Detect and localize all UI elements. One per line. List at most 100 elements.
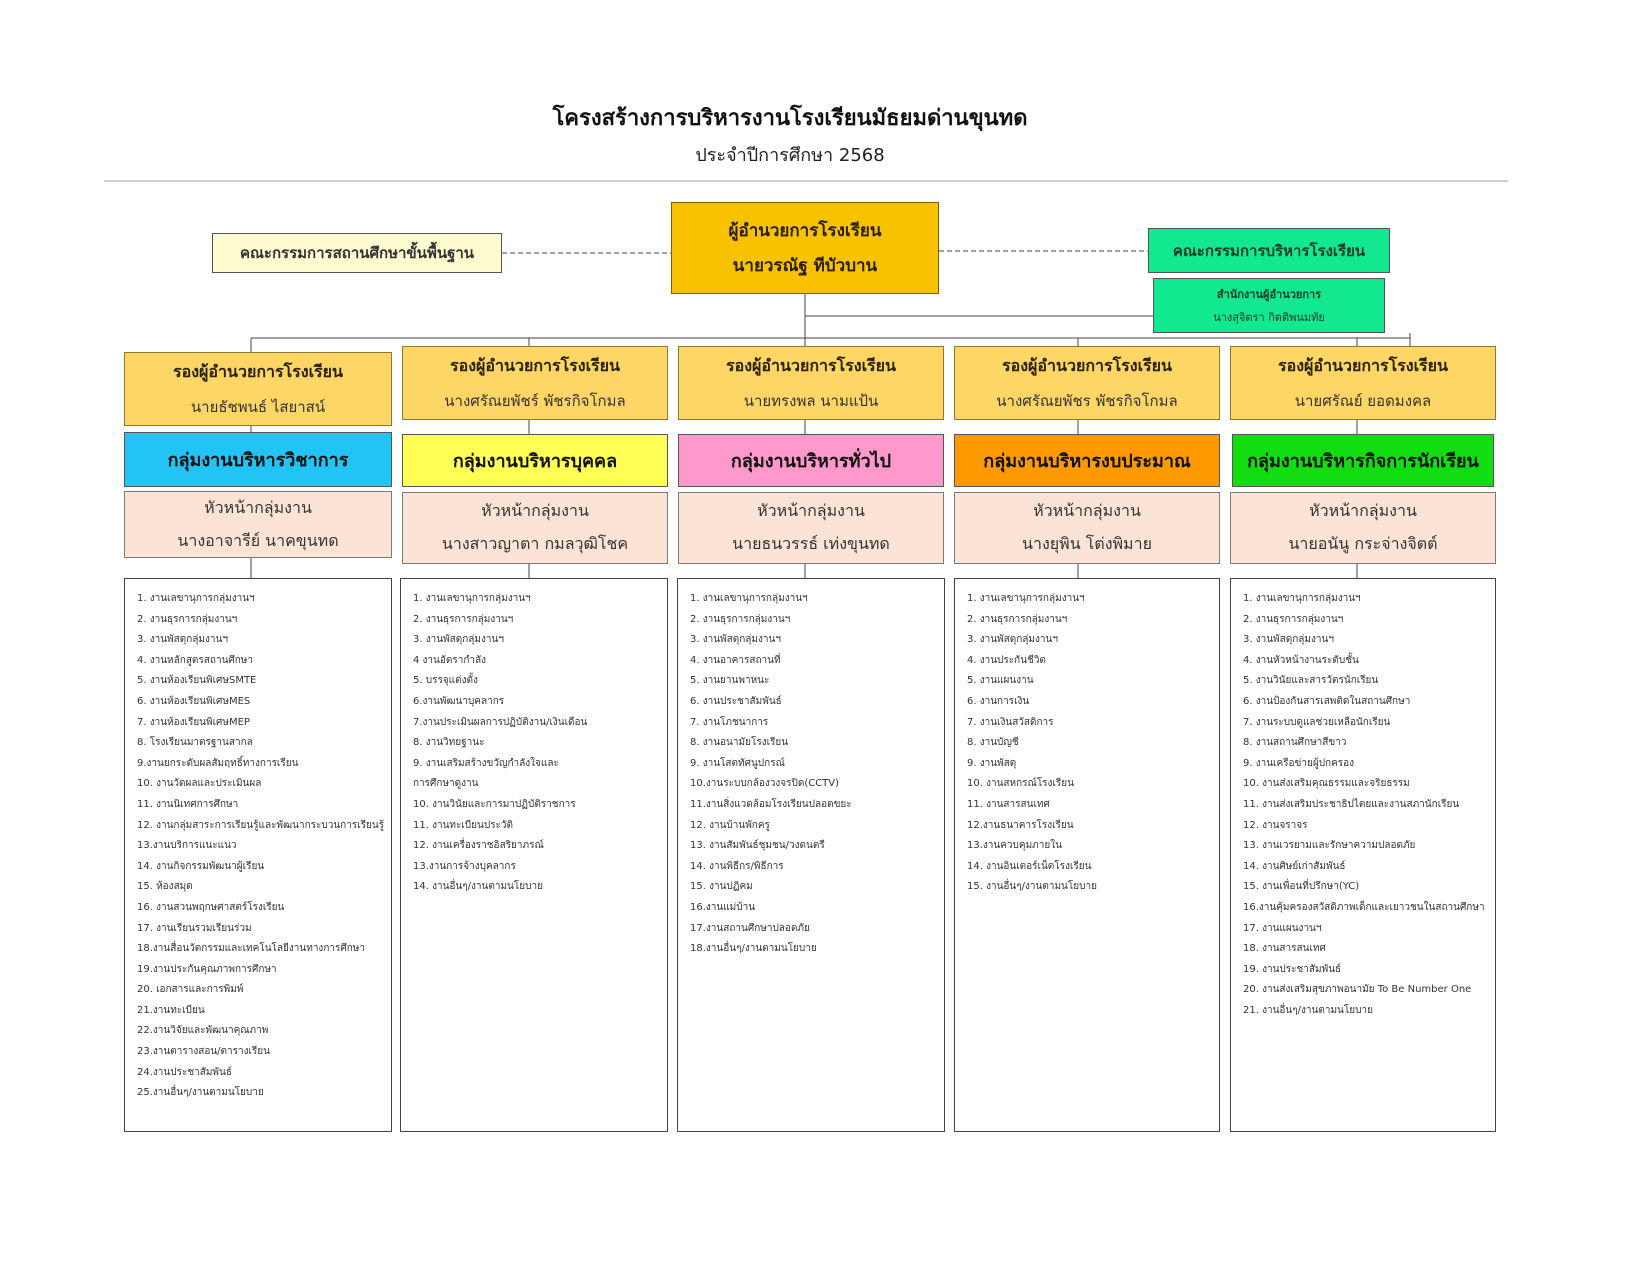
task-item: 5. งานวินัยและสารวัตรนักเรียน	[1243, 675, 1379, 687]
task-item: 11. งานส่งเสริมประชาธิปไตยและงานสภานักเร…	[1243, 798, 1460, 810]
task-item: 20. เอกสารและการพิมพ์	[137, 984, 244, 996]
task-item: 14. งานศิษย์เก่าสัมพันธ์	[1243, 860, 1346, 872]
task-item: 5. งานยานพาหนะ	[690, 675, 770, 687]
task-item: 23.งานตารางสอน/ตารางเรียน	[137, 1046, 270, 1058]
task-item: 16.งานคุ้มครองสวัสดิภาพเด็กและเยาวชนในสถ…	[1243, 901, 1485, 913]
task-item: 12.งานธนาคารโรงเรียน	[967, 819, 1074, 831]
task-item: 6. งานห้องเรียนพิเศษMES	[137, 695, 251, 707]
task-item: 10. งานสหกรณ์โรงเรียน	[967, 778, 1074, 790]
task-item: 12. งานกลุ่มสาระการเรียนรู้และพัฒนากระบว…	[137, 819, 385, 831]
head-name: นางอาจารีย์ นาคขุนทด	[177, 530, 339, 550]
task-item: 15. ห้องสมุด	[137, 881, 193, 893]
task-item: 12. งานจราจร	[1243, 819, 1308, 831]
director-box: ผู้อำนวยการโรงเรียน นายวรณัฐ ทีบัวบาน	[671, 202, 939, 294]
task-item: 13. งานสัมพันธ์ชุมชน/วงดนตรี	[690, 840, 825, 852]
task-item: 16. งานสวนพฤกษศาสตร์โรงเรียน	[137, 901, 285, 913]
task-item: 10. งานวินัยและการมาปฏิบัติราชการ	[413, 798, 576, 810]
task-item: 12. งานบ้านพักครู	[690, 819, 770, 831]
task-item: 9.งานยกระดับผลสัมฤทธิ์ทางการเรียน	[137, 757, 299, 769]
executive-board-label: คณะกรรมการบริหารโรงเรียน	[1172, 241, 1366, 260]
deputy-title: รองผู้อำนวยการโรงเรียน	[1002, 355, 1172, 375]
task-item: 3. งานพัสดุกลุ่มงานฯ	[413, 634, 504, 646]
page-subtitle: ประจำปีการศึกษา 2568	[695, 145, 885, 166]
task-item: 17. งานแผนงานฯ	[1243, 922, 1322, 934]
task-item: 25.งานอื่นๆ/งานตามนโยบาย	[137, 1087, 264, 1099]
group-label: กลุ่มงานบริหารกิจการนักเรียน	[1247, 451, 1479, 472]
task-item: 6.งานพัฒนาบุคลากร	[413, 695, 505, 707]
head-name: นายอนันู กระจ่างจิตต์	[1288, 534, 1438, 553]
task-item: 14. งานอื่นๆ/งานตามนโยบาย	[413, 881, 543, 893]
task-item: 8. โรงเรียนมาตรฐานสากล	[137, 737, 253, 749]
task-item: 3. งานพัสดุกลุ่มงานฯ	[690, 634, 781, 646]
task-item: 19.งานประกันคุณภาพการศึกษา	[137, 963, 277, 975]
task-item: 8. งานอนามัยโรงเรียน	[690, 737, 789, 749]
task-item: 7. งานเงินสวัสดิการ	[967, 716, 1054, 728]
deputy-box-personnel: รองผู้อำนวยการโรงเรียน นางศรัณยพัชร์ พัช…	[402, 346, 668, 420]
task-item: 4. งานอาคารสถานที่	[690, 654, 781, 666]
task-item: 21. งานอื่นๆ/งานตามนโยบาย	[1243, 1004, 1373, 1016]
task-item: 7. งานโภชนาการ	[690, 716, 769, 728]
task-item: 14. งานพิธีกร/พิธีการ	[690, 860, 784, 872]
head-name: นายธนวรรธ์ เท่งขุนทด	[732, 534, 890, 553]
head-box-personnel: หัวหน้ากลุ่มงาน นางสาวญาตา กมลวุฒิโชค	[402, 492, 668, 564]
task-item: 8. งานวิทยฐานะ	[413, 737, 485, 749]
task-item: 3. งานพัสดุกลุ่มงานฯ	[1243, 634, 1334, 646]
task-item: 17.งานสถานศึกษาปลอดภัย	[690, 922, 810, 934]
group-box-budget: กลุ่มงานบริหารงบประมาณ	[954, 434, 1220, 487]
director-title: ผู้อำนวยการโรงเรียน	[728, 221, 882, 241]
deputy-title: รองผู้อำนวยการโรงเรียน	[1278, 355, 1448, 375]
task-item: 24.งานประชาสัมพันธ์	[137, 1066, 232, 1078]
task-item: 17. งานเรียนรวมเรียนร่วม	[137, 922, 252, 934]
task-item: 7. งานห้องเรียนพิเศษMEP	[137, 716, 250, 728]
task-item: 9. งานพัสดุ	[967, 757, 1017, 769]
head-title: หัวหน้ากลุ่มงาน	[1033, 501, 1141, 520]
task-item: 6. งานป้องกันสารเสพติดในสถานศึกษา	[1243, 695, 1411, 707]
task-item: 20. งานส่งเสริมสุขภาพอนามัย To Be Number…	[1243, 984, 1472, 996]
group-label: กลุ่มงานบริหารทั่วไป	[730, 451, 892, 472]
task-item: 19. งานประชาสัมพันธ์	[1243, 963, 1342, 975]
task-item: 7.งานประเมินผลการปฏิบัติงาน/เงินเดือน	[413, 716, 588, 728]
head-title: หัวหน้ากลุ่มงาน	[481, 501, 589, 520]
task-item: 2. งานธุรการกลุ่มงานฯ	[1243, 613, 1344, 625]
task-item: 3. งานพัสดุกลุ่มงานฯ	[967, 634, 1058, 646]
group-box-general: กลุ่มงานบริหารทั่วไป	[678, 434, 944, 487]
task-item: 22.งานวิจัยและพัฒนาคุณภาพ	[137, 1025, 269, 1037]
task-item: 14. งานอินเตอร์เน็ตโรงเรียน	[967, 860, 1092, 872]
director-office-title: สำนักงานผู้อำนวยการ	[1216, 288, 1322, 301]
head-box-budget: หัวหน้ากลุ่มงาน นางยุพิน โต่งพิมาย	[954, 492, 1220, 564]
group-box-personnel: กลุ่มงานบริหารบุคคล	[402, 434, 668, 487]
task-item: 13.งานการจ้างบุคลากร	[413, 860, 516, 872]
head-title: หัวหน้ากลุ่มงาน	[204, 497, 312, 517]
basic-education-board-box: คณะกรรมการสถานศึกษาขั้นพื้นฐาน	[212, 233, 502, 273]
task-item: 11. งานทะเบียนประวัติ	[413, 819, 514, 831]
task-item: 18.งานอื่นๆ/งานตามนโยบาย	[690, 943, 817, 955]
deputy-name: นายทรงพล นามแป้น	[743, 391, 879, 410]
head-name: นางสาวญาตา กมลวุฒิโชค	[441, 534, 629, 553]
deputy-name: นายศรัณย์ ยอดมงคล	[1294, 391, 1432, 410]
task-item: 10. งานวัดผลและประเมินผล	[137, 778, 262, 790]
head-title: หัวหน้ากลุ่มงาน	[1309, 501, 1417, 520]
task-item: 9. งานเครือข่ายผู้ปกครอง	[1243, 757, 1355, 769]
deputy-box-budget: รองผู้อำนวยการโรงเรียน นางศรัณยพัชร พัชร…	[954, 346, 1220, 420]
head-box-student-affairs: หัวหน้ากลุ่มงาน นายอนันู กระจ่างจิตต์	[1230, 492, 1496, 564]
task-item: 7. งานระบบดูแลช่วยเหลือนักเรียน	[1243, 716, 1391, 728]
task-item: 15. งานปฏิคม	[690, 881, 753, 893]
group-box-academic: กลุ่มงานบริหารวิชาการ	[124, 432, 392, 487]
deputy-title: รองผู้อำนวยการโรงเรียน	[173, 361, 343, 381]
task-item: 12. งานเครื่องราชอิสริยาภรณ์	[413, 840, 544, 852]
deputy-title: รองผู้อำนวยการโรงเรียน	[726, 355, 896, 375]
director-office-name: นางสุจิตรา กิตติพนมทัย	[1213, 311, 1325, 324]
task-item: 5. บรรจุแต่งตั้ง	[413, 675, 478, 687]
basic-education-board-label: คณะกรรมการสถานศึกษาขั้นพื้นฐาน	[239, 244, 475, 262]
director-name: นายวรณัฐ ทีบัวบาน	[732, 256, 878, 276]
deputy-name: นางศรัณยพัชร์ พัชรกิจโกมล	[444, 391, 626, 410]
task-item: 11.งานสิ่งแวดล้อมโรงเรียนปลอดขยะ	[690, 798, 852, 810]
task-item: 13. งานเวรยามและรักษาความปลอดภัย	[1243, 840, 1416, 852]
task-item: 10.งานระบบกล้องวงจรปิด(CCTV)	[690, 778, 840, 790]
executive-board-box: คณะกรรมการบริหารโรงเรียน	[1148, 228, 1390, 273]
task-item: 10. งานส่งเสริมคุณธรรมและจริยธรรม	[1243, 778, 1410, 790]
